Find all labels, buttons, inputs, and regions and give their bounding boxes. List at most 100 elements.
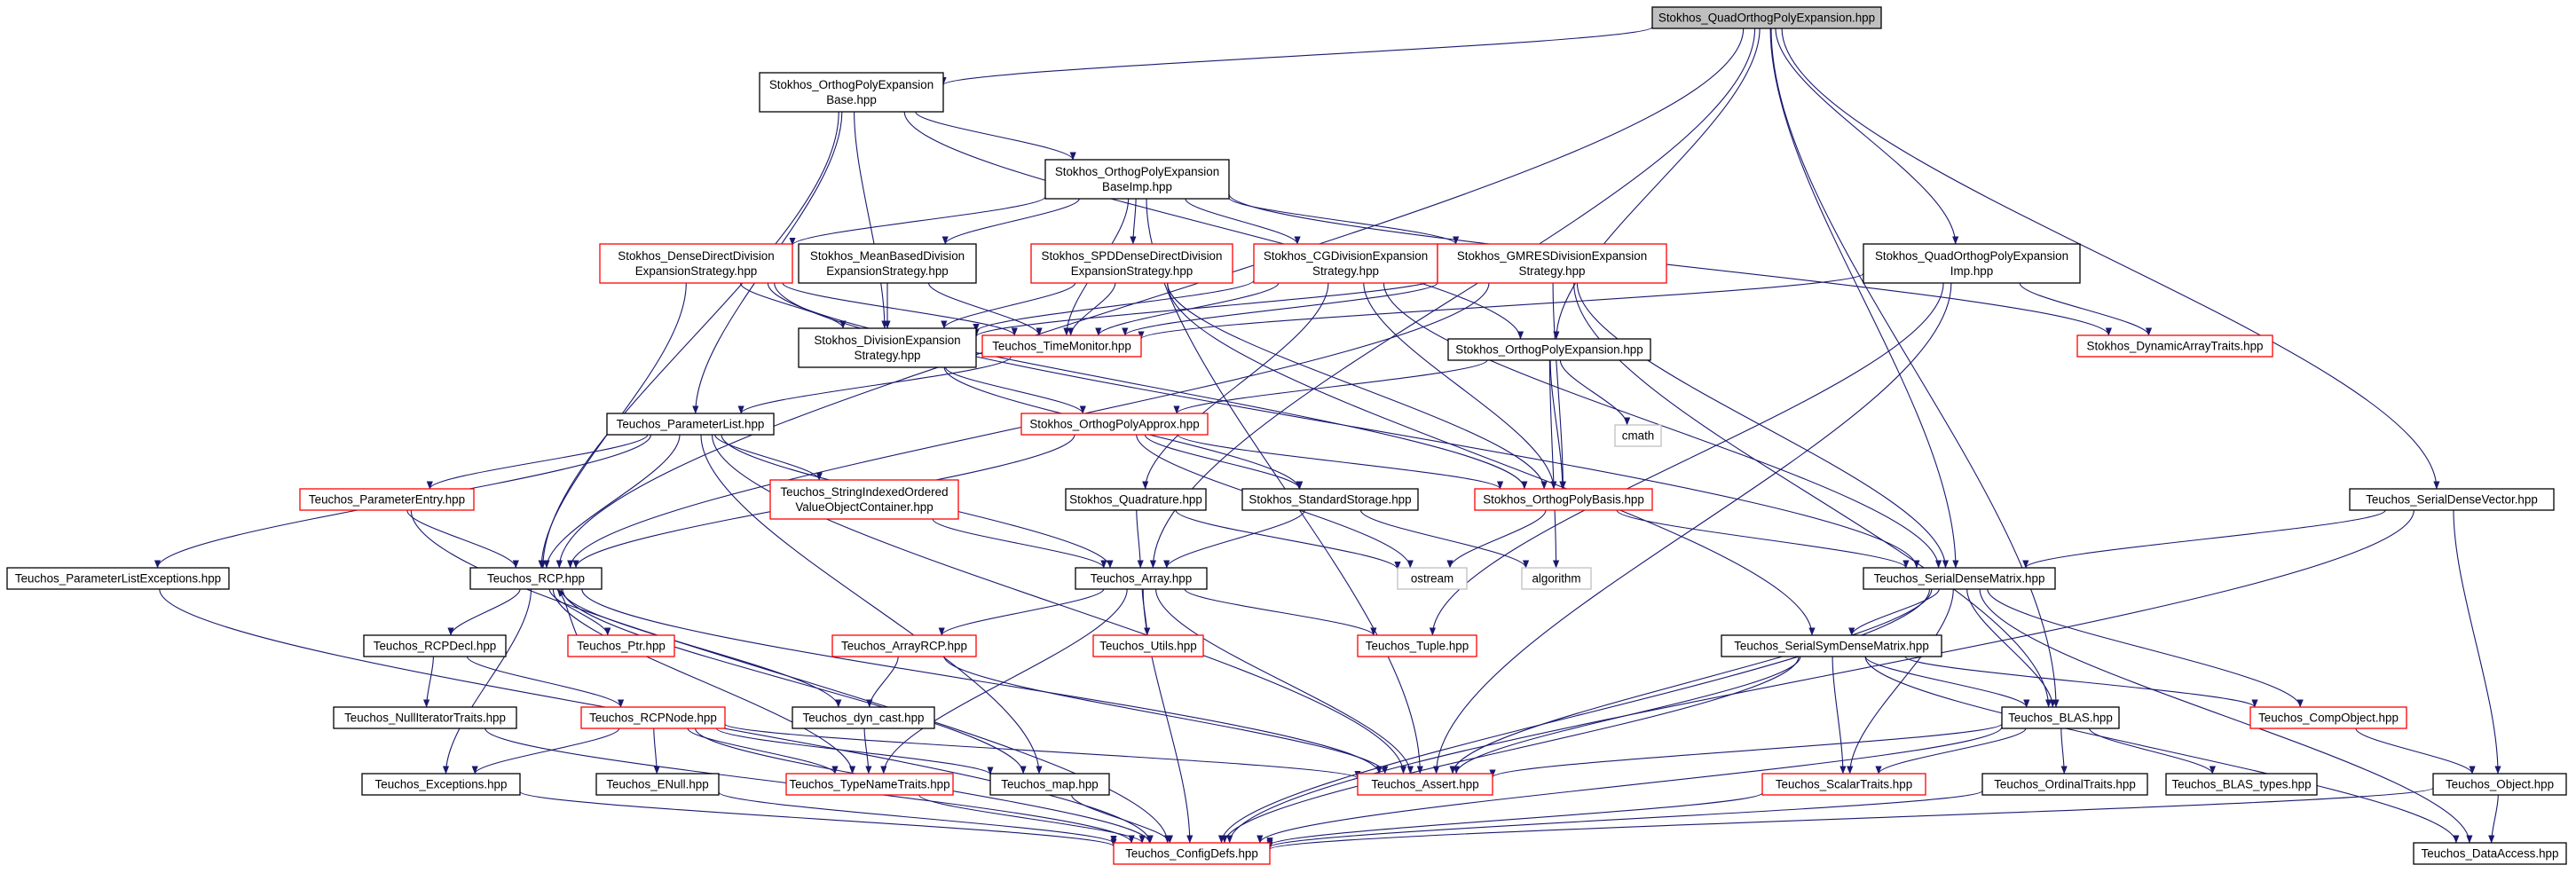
edge-rcpnode-to-map <box>715 728 994 775</box>
edge-gmres-to-opb <box>1552 282 1566 490</box>
edge-rcp-to-map <box>562 588 1027 775</box>
node-root[interactable]: Stokhos_QuadOrthogPolyExpansion.hpp <box>1651 6 1882 29</box>
node-assert[interactable]: Teuchos_Assert.hpp <box>1357 773 1493 796</box>
node-rcpnode[interactable]: Teuchos_RCPNode.hpp <box>580 706 726 729</box>
node-exc[interactable]: Teuchos_Exceptions.hpp <box>361 773 521 796</box>
node-label: Stokhos_Quadrature.hpp <box>1069 493 1202 507</box>
node-stdstor[interactable]: Stokhos_StandardStorage.hpp <box>1241 488 1419 511</box>
edge-sdm-to-ssdm <box>1848 588 1940 636</box>
edge-sdm-to-config <box>1217 588 1931 844</box>
node-label: Teuchos_TypeNameTraits.hpp <box>789 778 949 791</box>
node-scalar[interactable]: Teuchos_ScalarTraits.hpp <box>1761 773 1926 796</box>
node-arcp[interactable]: Teuchos_ArrayRCP.hpp <box>831 634 977 657</box>
node-rcpdecl[interactable]: Teuchos_RCPDecl.hpp <box>363 634 507 657</box>
node-spd[interactable]: Stokhos_SPDDenseDirectDivisionExpansionS… <box>1030 243 1233 284</box>
node-box <box>469 567 603 590</box>
edge-qopei-to-assert <box>1433 282 1952 775</box>
node-dat[interactable]: Stokhos_DynamicArrayTraits.hpp <box>2076 334 2273 358</box>
node-box <box>606 413 775 436</box>
node-gmres[interactable]: Stokhos_GMRESDivisionExpansionStrategy.h… <box>1437 243 1667 284</box>
node-dense[interactable]: Stokhos_DenseDirectDivisionExpansionStra… <box>599 243 793 284</box>
edge-blas-to-blastypes <box>2089 728 2216 775</box>
node-sio[interactable]: Teuchos_StringIndexedOrderedValueObjectC… <box>769 479 959 520</box>
node-cmath[interactable]: cmath <box>1614 424 1662 447</box>
edge-stdstor-to-array <box>1163 509 1305 569</box>
edge-ordinal-to-config <box>1266 790 1983 848</box>
node-utils[interactable]: Teuchos_Utils.hpp <box>1092 634 1204 657</box>
node-ssdm[interactable]: Teuchos_SerialSymDenseMatrix.hpp <box>1721 634 1942 657</box>
edge-sdm-to-scalar <box>1847 588 1954 775</box>
node-opa[interactable]: Stokhos_OrthogPolyApprox.hpp <box>1020 413 1209 436</box>
node-label: Stokhos_OrthogPolyExpansion <box>1055 165 1219 178</box>
node-config[interactable]: Teuchos_ConfigDefs.hpp <box>1113 842 1271 865</box>
node-ple[interactable]: Teuchos_ParameterListExceptions.hpp <box>6 567 230 590</box>
node-dyncast[interactable]: Teuchos_dyn_cast.hpp <box>792 706 935 729</box>
node-timemon[interactable]: Teuchos_TimeMonitor.hpp <box>981 334 1142 358</box>
edge-sdm-to-dataacc <box>1979 588 2473 844</box>
node-plist[interactable]: Teuchos_ParameterList.hpp <box>606 413 775 436</box>
node-box <box>6 567 230 590</box>
node-sdv[interactable]: Teuchos_SerialDenseVector.hpp <box>2349 488 2555 511</box>
node-sdm[interactable]: Teuchos_SerialDenseMatrix.hpp <box>1863 567 2056 590</box>
node-compobj[interactable]: Teuchos_CompObject.hpp <box>2249 706 2407 729</box>
edge-opebi-to-mean <box>941 198 1080 245</box>
node-array[interactable]: Teuchos_Array.hpp <box>1075 567 1208 590</box>
node-blastypes[interactable]: Teuchos_BLAS_types.hpp <box>2165 773 2318 796</box>
edge-root-to-sdm <box>1769 28 1959 569</box>
node-label: ostream <box>1411 572 1453 586</box>
node-box <box>769 479 959 520</box>
node-box <box>1113 842 1271 865</box>
edge-cg-to-opb <box>1363 282 1557 490</box>
edge-ope-to-algorithm <box>1548 359 1560 569</box>
edge-stdstor-to-algorithm <box>1359 509 1530 569</box>
node-label: Teuchos_RCPNode.hpp <box>589 712 717 725</box>
node-label: ExpansionStrategy.hpp <box>1071 264 1193 278</box>
node-pentry[interactable]: Teuchos_ParameterEntry.hpp <box>299 488 475 511</box>
node-ordinal[interactable]: Teuchos_OrdinalTraits.hpp <box>1981 773 2148 796</box>
node-tnt[interactable]: Teuchos_TypeNameTraits.hpp <box>785 773 954 796</box>
node-box <box>2432 773 2567 796</box>
node-box <box>2076 334 2273 358</box>
node-blas[interactable]: Teuchos_BLAS.hpp <box>2001 706 2120 729</box>
node-enull[interactable]: Teuchos_ENull.hpp <box>595 773 720 796</box>
edge-ssdm-to-config <box>1221 656 1800 844</box>
node-label: BaseImp.hpp <box>1102 180 1172 193</box>
edge-ope-to-opb <box>1549 359 1566 490</box>
node-box <box>599 243 793 284</box>
node-label: Stokhos_OrthogPolyApprox.hpp <box>1029 418 1199 431</box>
node-mean[interactable]: Stokhos_MeanBasedDivisionExpansionStrate… <box>798 243 977 284</box>
node-dataacc[interactable]: Teuchos_DataAccess.hpp <box>2413 842 2567 865</box>
edge-exc-to-config <box>519 790 1117 847</box>
node-label: Teuchos_StringIndexedOrdered <box>780 485 948 499</box>
node-nullit[interactable]: Teuchos_NullIteratorTraits.hpp <box>333 706 517 729</box>
node-tuple[interactable]: Teuchos_Tuple.hpp <box>1357 634 1477 657</box>
node-map[interactable]: Teuchos_map.hpp <box>989 773 1110 796</box>
node-quad[interactable]: Stokhos_Quadrature.hpp <box>1065 488 1207 511</box>
node-ope[interactable]: Stokhos_OrthogPolyExpansion.hpp <box>1447 338 1651 361</box>
edge-blas-to-scalar <box>1875 728 2027 775</box>
node-object[interactable]: Teuchos_Object.hpp <box>2432 773 2567 796</box>
node-ptr[interactable]: Teuchos_Ptr.hpp <box>567 634 675 657</box>
edge-root-to-ope <box>1553 28 1761 340</box>
edge-gmres-to-des <box>973 277 1438 337</box>
edge-sdm-to-assert <box>1449 588 1933 775</box>
node-opb[interactable]: Stokhos_OrthogPolyBasis.hpp <box>1474 488 1653 511</box>
edge-rcpnode-to-exc <box>471 728 620 775</box>
node-rcp[interactable]: Teuchos_RCP.hpp <box>469 567 603 590</box>
edge-object-to-dataacc <box>2488 794 2499 844</box>
node-box <box>1044 159 1230 200</box>
edge-quad-to-ostream <box>1175 509 1401 570</box>
node-ostream[interactable]: ostream <box>1397 567 1468 590</box>
node-box <box>2249 706 2407 729</box>
edge-qopei-to-dat <box>2019 282 2153 336</box>
node-label: Stokhos_MeanBasedDivision <box>810 249 965 263</box>
node-algorithm[interactable]: algorithm <box>1521 567 1592 590</box>
node-label: Stokhos_OrthogPolyBasis.hpp <box>1483 493 1644 507</box>
edge-cg-to-quad <box>1142 282 1329 490</box>
node-label: Teuchos_ParameterList.hpp <box>617 418 765 431</box>
